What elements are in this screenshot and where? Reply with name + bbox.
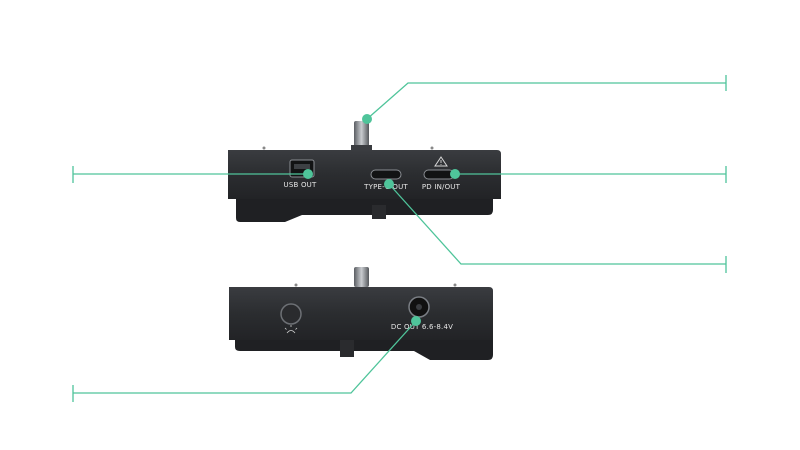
callout-dot-type-c xyxy=(384,179,394,189)
pd-in-out-label: PD IN/OUT xyxy=(422,183,461,191)
callout-dot-usb xyxy=(303,169,313,179)
type-c-out-port xyxy=(370,169,402,180)
device-rear-body xyxy=(229,287,493,340)
rear-mount-knob xyxy=(354,267,369,287)
device-rear-view: DC OUT 6.6-8.4V xyxy=(229,267,493,360)
device-front-view: USB OUT TYPE-C OUT PD IN/OUT xyxy=(228,121,501,222)
light-button xyxy=(280,303,302,325)
usb-out-label: USB OUT xyxy=(284,181,317,189)
callout-dots xyxy=(303,114,460,326)
dc-out-label: DC OUT 6.6-8.4V xyxy=(391,323,453,331)
pd-in-out-port xyxy=(423,169,455,180)
callout-dot-dc xyxy=(411,316,421,326)
callout-dot-pd xyxy=(450,169,460,179)
light-indicator-icon xyxy=(284,325,298,334)
callout-dc-out xyxy=(73,320,417,394)
warning-triangle-icon xyxy=(434,156,448,167)
callout-dot-knob xyxy=(362,114,372,124)
callout-lines xyxy=(72,75,727,402)
callout-type-c xyxy=(388,183,726,265)
callout-knob xyxy=(366,82,726,120)
mount-knob xyxy=(354,121,369,149)
